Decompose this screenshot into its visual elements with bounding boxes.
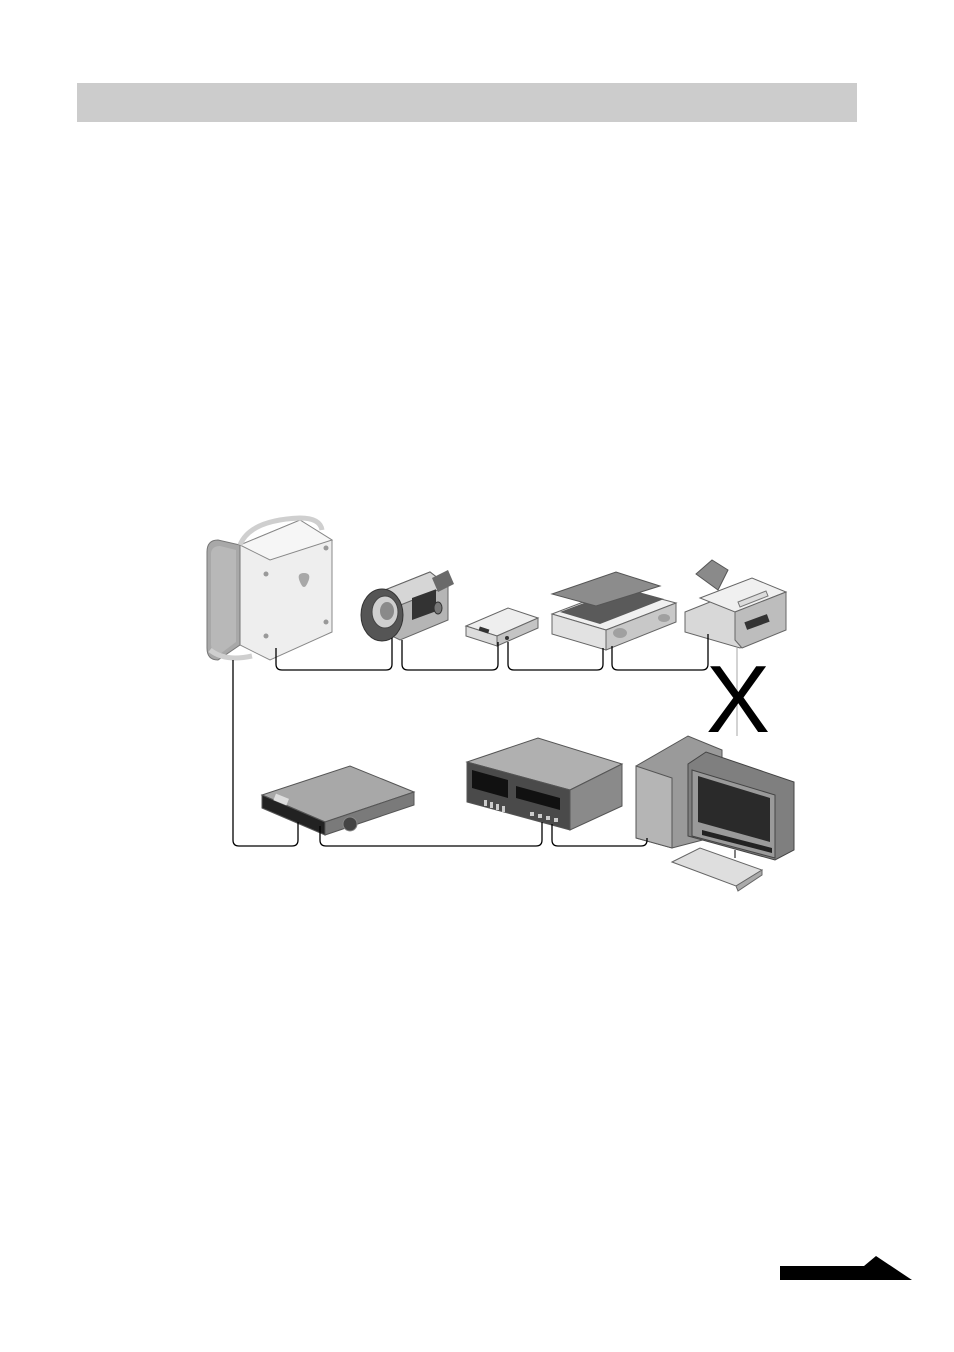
hard-drive-icon (466, 608, 538, 646)
cable-drive-to-scanner (508, 642, 603, 670)
scanner-icon (552, 572, 676, 650)
desktop-computer-icon (636, 736, 794, 891)
video-deck-icon (467, 738, 622, 830)
printer-icon (685, 560, 786, 648)
camcorder-icon (361, 570, 454, 641)
arrow-right-icon[interactable] (780, 1256, 912, 1282)
cable-camcorder-to-drive (402, 640, 498, 670)
invalid-connection-marker: X (706, 646, 770, 753)
hub-icon (262, 766, 414, 835)
computer-tower-icon (207, 518, 332, 660)
